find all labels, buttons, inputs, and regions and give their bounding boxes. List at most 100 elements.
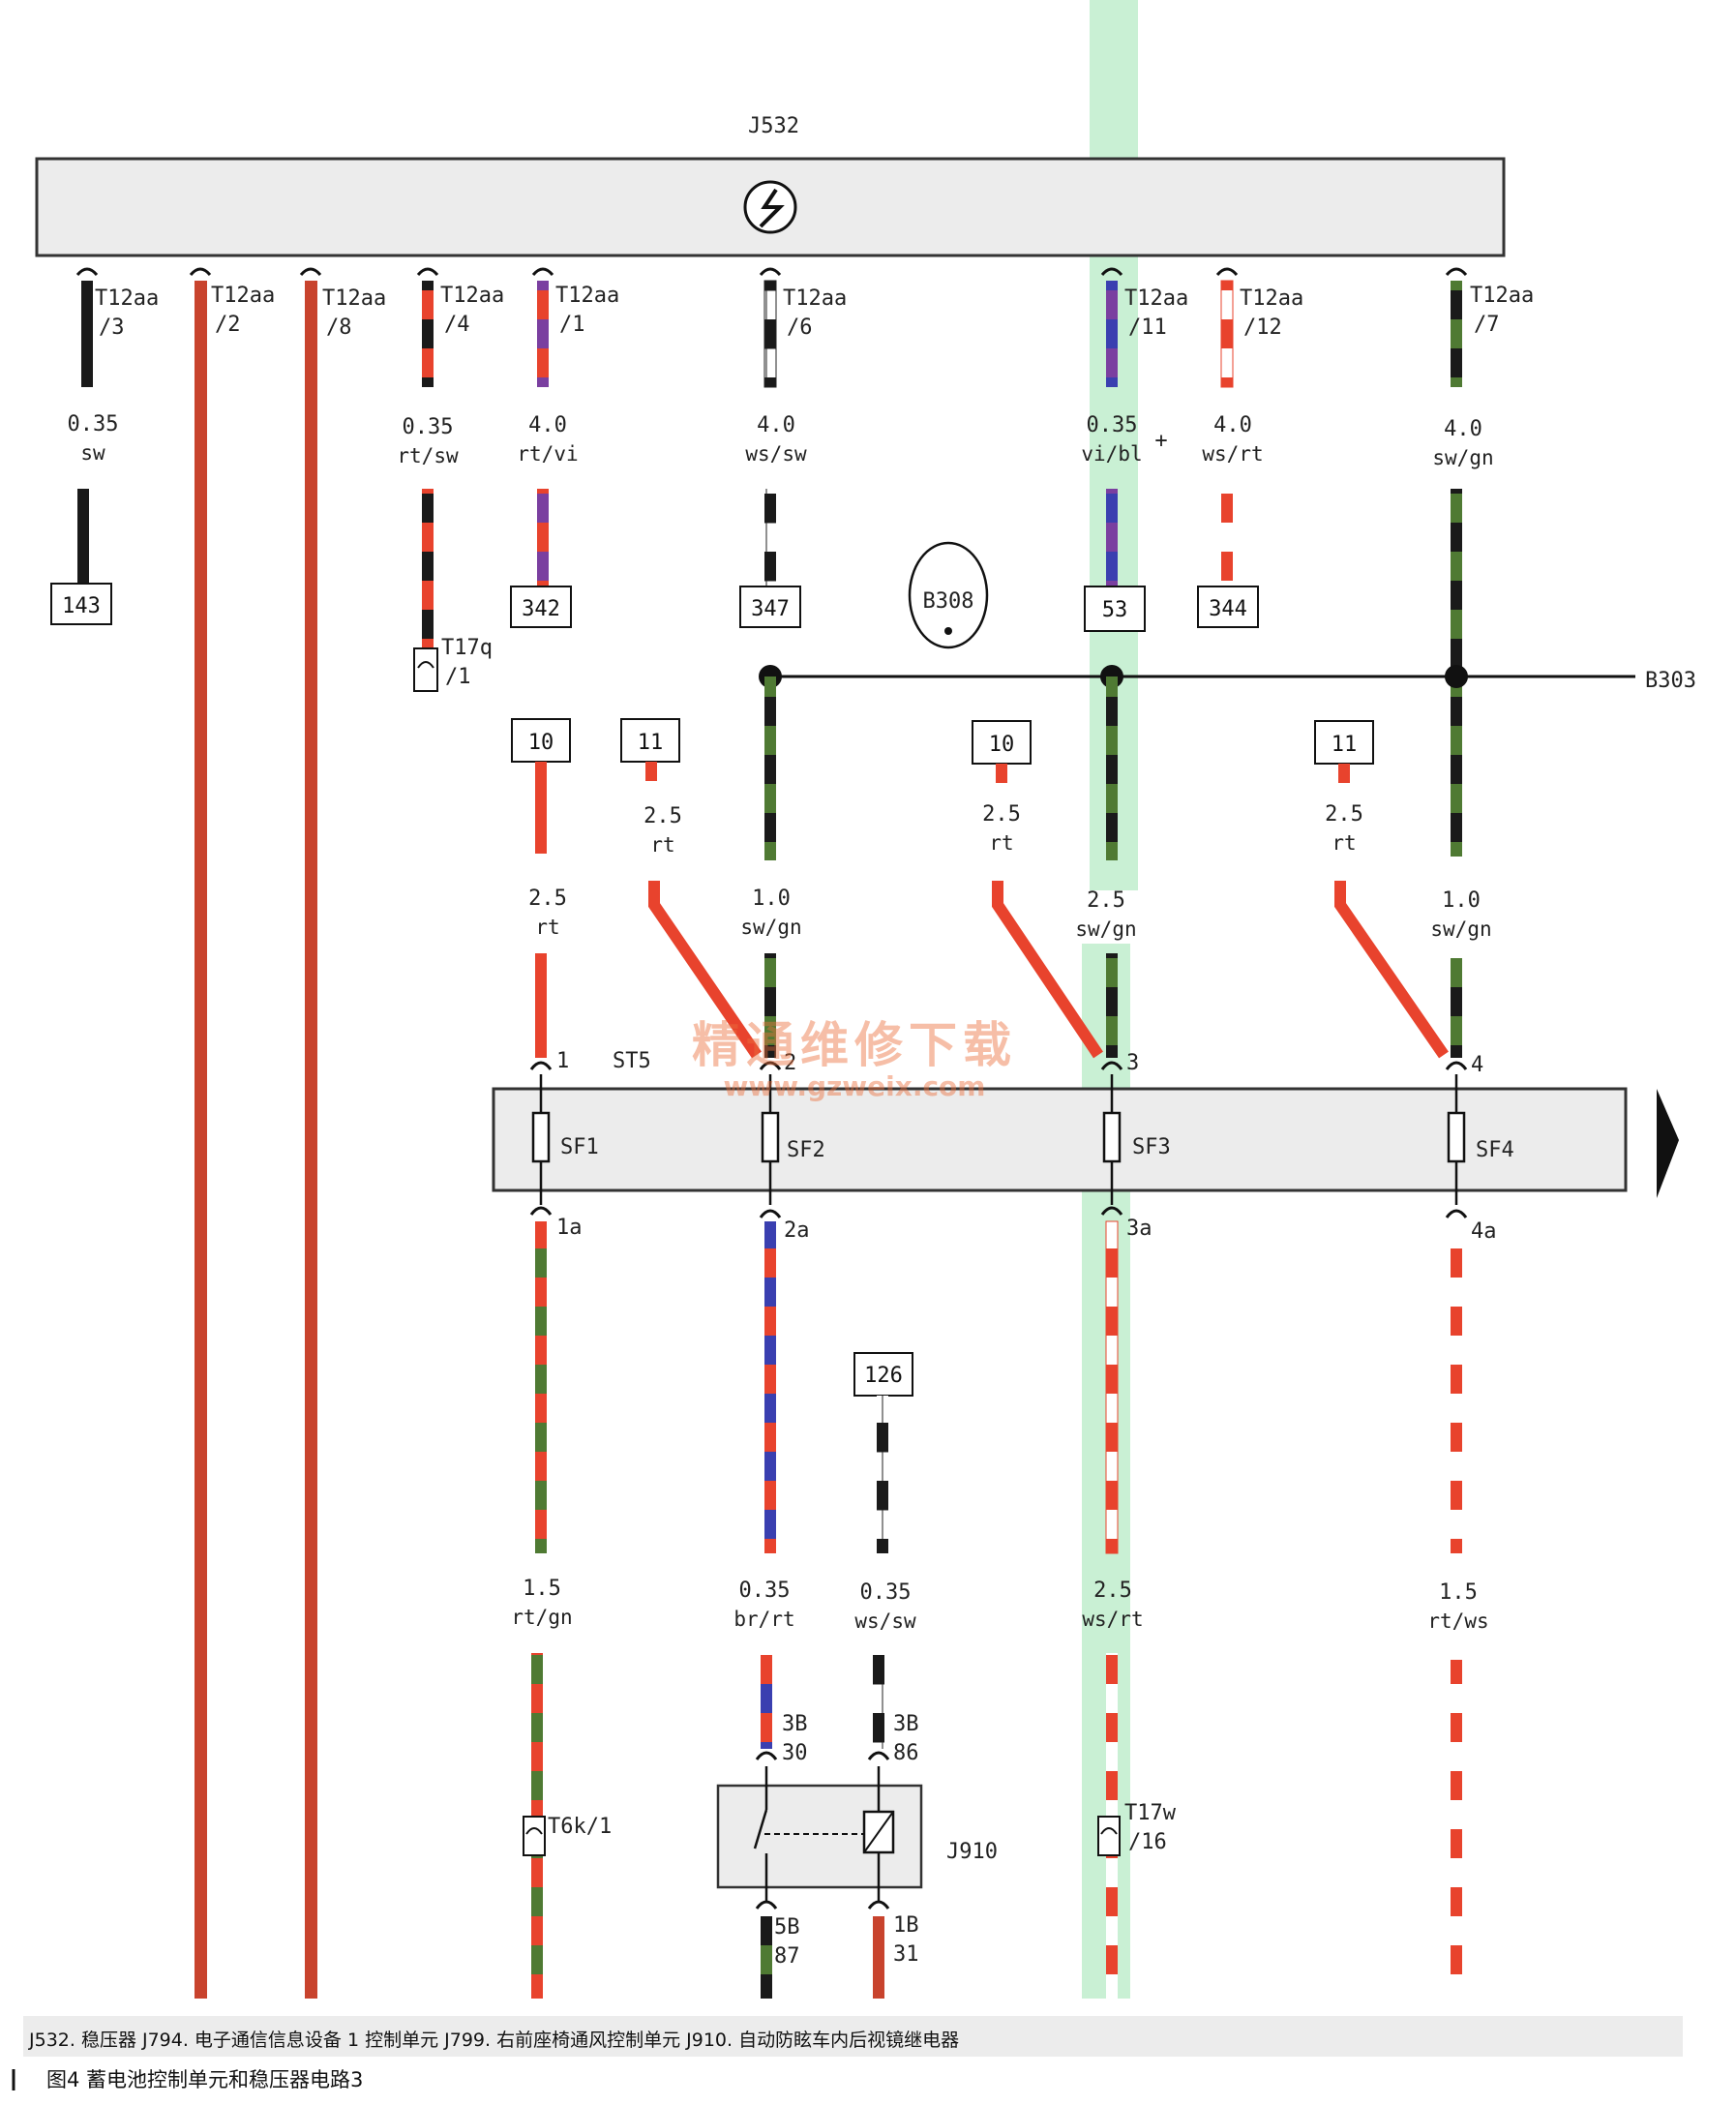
- wire-to-sf3: [1106, 953, 1118, 1058]
- svg-text:rt: rt: [535, 916, 559, 939]
- svg-text:SF3: SF3: [1132, 1135, 1171, 1159]
- svg-text:T6k/1: T6k/1: [548, 1815, 612, 1839]
- svg-text:1B: 1B: [893, 1913, 919, 1938]
- wire-out-sf1: [535, 1221, 547, 1553]
- svg-text:sw/gn: sw/gn: [1075, 917, 1136, 941]
- connector-t6k: T6k/1: [523, 1815, 612, 1856]
- connector-pins-top: [75, 267, 1468, 277]
- wire-bottom-2b: [761, 1916, 772, 1999]
- svg-text:143: 143: [62, 594, 101, 618]
- fuse-box-st5: [492, 1087, 1628, 1192]
- wire-seg-5b: [537, 489, 549, 586]
- svg-text:br/rt: br/rt: [733, 1608, 794, 1631]
- wire-diag-1: [648, 881, 762, 1059]
- svg-text:sw/gn: sw/gn: [740, 916, 801, 939]
- wire-diag-3: [1334, 881, 1449, 1059]
- module-label: J532: [748, 114, 799, 138]
- wire-bottom-3b: [873, 1916, 884, 1999]
- wire-stub-8: [1220, 280, 1234, 388]
- connector-labels-top: T12aa/3 T12aa/2 T12aa/8 T12aa/4 T12aa/1 …: [95, 284, 1534, 340]
- legend-text: J532. 稳压器 J794. 电子通信信息设备 1 控制单元 J799. 右前…: [29, 2030, 960, 2051]
- wire-ref10-b: [996, 764, 1007, 783]
- wire-to-sf1: [535, 953, 547, 1058]
- wire-bus-7: [1106, 677, 1118, 860]
- svg-text:rt/sw: rt/sw: [397, 444, 459, 467]
- wire-seg-6b: [764, 489, 776, 586]
- fuse-elements: [531, 1074, 1466, 1205]
- svg-text:SF4: SF4: [1476, 1138, 1514, 1162]
- wire-bus-6: [764, 677, 776, 860]
- module-j532: [35, 157, 1506, 257]
- fuse-pins-in: [529, 1061, 1468, 1070]
- svg-text:53: 53: [1102, 598, 1128, 622]
- svg-text:rt: rt: [989, 831, 1013, 855]
- wire-ref10-a: [535, 762, 547, 854]
- svg-text:2: 2: [784, 1051, 796, 1075]
- svg-text:4.0: 4.0: [528, 413, 567, 437]
- wire-to-sf4: [1451, 958, 1462, 1058]
- svg-text:3B: 3B: [782, 1712, 808, 1736]
- svg-text:87: 87: [774, 1944, 800, 1969]
- svg-text:/12: /12: [1243, 316, 1282, 340]
- svg-text:vi/bl: vi/bl: [1081, 442, 1142, 466]
- svg-text:sw: sw: [80, 441, 105, 465]
- wire-bottom-5: [1451, 1660, 1462, 1999]
- figure-title: 图4 蓄电池控制单元和稳压器电路3: [46, 2068, 364, 2091]
- svg-text:T12aa: T12aa: [555, 284, 619, 308]
- svg-text:T12aa: T12aa: [783, 286, 847, 311]
- svg-text:3B: 3B: [893, 1712, 919, 1736]
- wire-stub-6: [763, 280, 777, 388]
- svg-text:ws/sw: ws/sw: [745, 442, 807, 466]
- wire-ref11-a: [645, 762, 657, 781]
- svg-text:1.0: 1.0: [752, 887, 791, 911]
- svg-text:T12aa: T12aa: [1124, 286, 1188, 311]
- svg-text:/7: /7: [1474, 313, 1500, 337]
- wire-stub-4: [422, 281, 434, 387]
- stabilizer-icon: [743, 180, 797, 234]
- svg-text:B308: B308: [923, 589, 974, 614]
- wire-labels-mid-a: 2.5rt 2.5rt 2.5rt: [644, 802, 1363, 857]
- svg-text:1.5: 1.5: [1439, 1580, 1478, 1605]
- svg-text:0.35: 0.35: [403, 415, 454, 439]
- wire-seg-1b: [77, 489, 89, 584]
- svg-text:10: 10: [528, 731, 554, 755]
- wire-out-sf3: [1105, 1220, 1119, 1554]
- svg-text:10: 10: [989, 733, 1015, 757]
- svg-text:0.35: 0.35: [68, 412, 119, 436]
- wire-long-2: [195, 281, 207, 1999]
- svg-text:4.0: 4.0: [757, 413, 795, 437]
- svg-text:2.5: 2.5: [528, 887, 567, 911]
- svg-text:SF1: SF1: [560, 1135, 599, 1159]
- svg-text:rt: rt: [1332, 831, 1356, 855]
- wire-126: [877, 1396, 888, 1553]
- svg-text:/11: /11: [1128, 316, 1167, 340]
- continuation-arrow: [1657, 1089, 1679, 1198]
- connector-t17w: T17w /16: [1097, 1801, 1177, 1856]
- svg-text:T12aa: T12aa: [1240, 286, 1303, 311]
- svg-text:2a: 2a: [784, 1218, 810, 1243]
- svg-text:2.5: 2.5: [982, 802, 1021, 827]
- svg-text:T17w: T17w: [1124, 1801, 1177, 1825]
- svg-text:/4: /4: [444, 313, 470, 337]
- relay-j910: J910 3B 30 3B 86 5B 87 1B 31: [716, 1712, 998, 1969]
- svg-text:4.0: 4.0: [1444, 417, 1482, 441]
- ref-boxes-top: 143 342 347 53 344: [50, 583, 1259, 632]
- svg-text:T12aa: T12aa: [211, 284, 275, 308]
- splice-3: [1445, 665, 1468, 688]
- svg-text:rt/vi: rt/vi: [517, 442, 578, 466]
- svg-text:/1: /1: [445, 665, 471, 689]
- svg-text:2.5: 2.5: [1087, 888, 1125, 913]
- wire-out-sf2: [764, 1221, 776, 1553]
- svg-text:/6: /6: [787, 316, 813, 340]
- svg-text:126: 126: [864, 1364, 903, 1388]
- svg-text:T12aa: T12aa: [440, 284, 504, 308]
- svg-text:31: 31: [893, 1942, 919, 1967]
- svg-text:/8: /8: [326, 316, 352, 340]
- wire-seg-7b: [1106, 489, 1118, 586]
- svg-text:1a: 1a: [556, 1216, 583, 1240]
- svg-text:T17q: T17q: [441, 636, 493, 660]
- wire-stub-1: [81, 281, 93, 387]
